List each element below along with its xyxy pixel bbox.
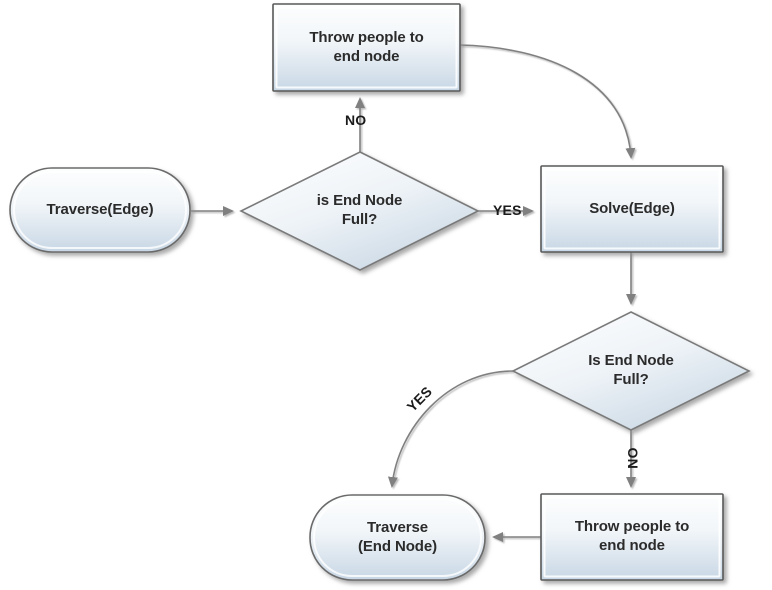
node-traverse-edge[interactable] [9, 167, 191, 253]
node-decision-is-end-node-full-1[interactable] [239, 151, 480, 271]
node-inner-highlight [543, 496, 721, 578]
node-inner-highlight [275, 6, 458, 89]
node-inner-highlight [543, 168, 721, 250]
edge-label-yes-right: YES [493, 202, 522, 218]
node-inner-highlight [313, 498, 482, 577]
node-solve-edge[interactable] [540, 165, 724, 253]
node-traverse-end-node[interactable] [309, 494, 486, 581]
node-throw-people-bottom[interactable] [540, 493, 724, 581]
edge-label-no-bottom: NO [624, 447, 641, 469]
node-throw-people-top[interactable] [272, 3, 461, 92]
connector-decision2-yes-to-traverse-end [387, 370, 514, 488]
node-inner-highlight [13, 171, 187, 249]
connector-throw-top-to-solve [459, 44, 636, 159]
node-decision-is-end-node-full-2[interactable] [511, 311, 751, 431]
edge-label-no-top: NO [345, 112, 367, 128]
